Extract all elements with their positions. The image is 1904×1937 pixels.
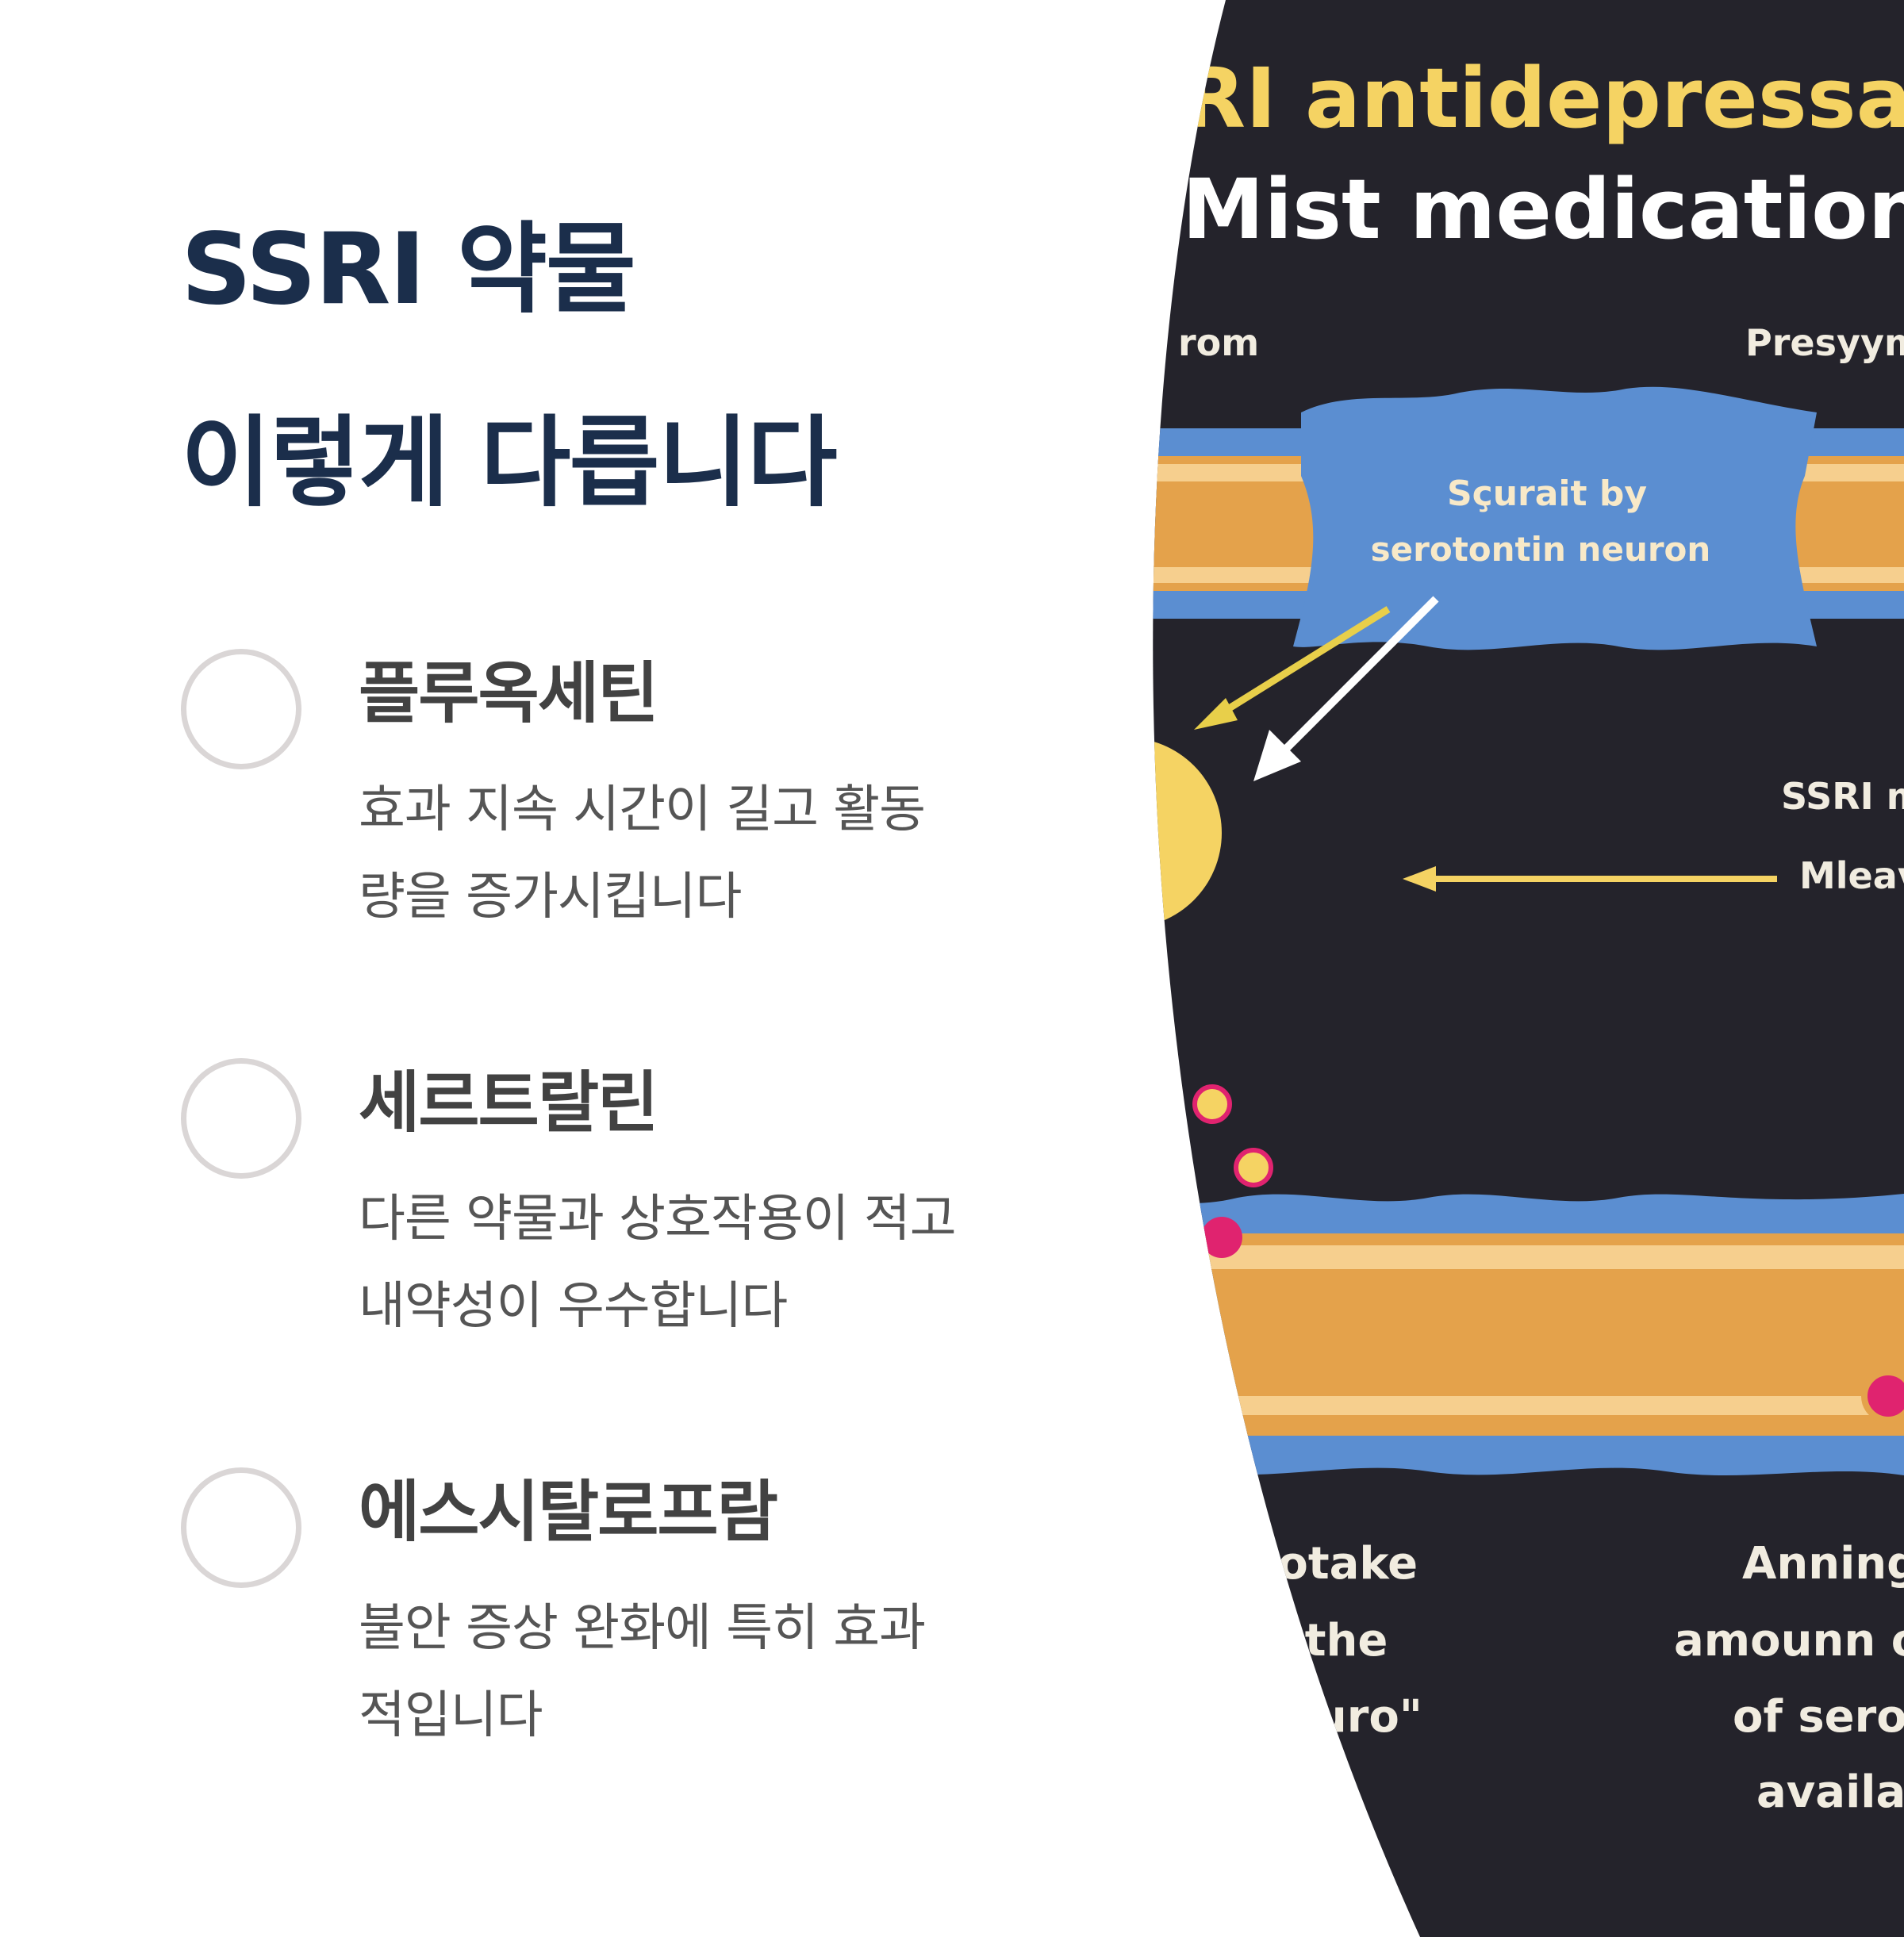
- title-line-1: SSRI 약물: [181, 213, 636, 327]
- illustration-background: [1153, 0, 1904, 1937]
- serotonin-molecule: [1234, 1148, 1273, 1187]
- drug-description: 불안 증상 완화에 특히 효과 적입니다: [359, 1585, 926, 1759]
- yellow-receptor: [1153, 738, 1222, 928]
- serotonin-molecule: [1192, 1084, 1232, 1124]
- item-circle-icon: [181, 649, 301, 769]
- illustration-label-presyn: Presyym: [1745, 321, 1904, 364]
- illustration-label-from: rom: [1178, 321, 1259, 364]
- desc-line: 적입니다: [359, 1686, 543, 1745]
- transporter-molecule: [1861, 1369, 1904, 1423]
- title-line-2: 이렇게 다릅니다: [181, 406, 838, 520]
- lower-membrane-blue: [1153, 1194, 1904, 1475]
- drug-name: 플루옥세틴: [359, 654, 658, 732]
- desc-line: 량을 증가시킵니다: [359, 868, 742, 926]
- right-caption-4: availab: [1756, 1766, 1904, 1818]
- upper-membrane-orange: [1153, 456, 1904, 591]
- drug-name: 세르트랄린: [359, 1064, 658, 1141]
- illustration-mleav-label: Mleav: [1799, 854, 1904, 897]
- yellow-arrow-head: [1194, 698, 1238, 730]
- white-arrow-head: [1253, 730, 1301, 781]
- serotonin-molecule: [1201, 1217, 1242, 1258]
- bubble-text-2: serotontin neuron: [1371, 530, 1711, 569]
- lower-membrane-orange: [1153, 1233, 1904, 1436]
- yellow-arrow-line: [1211, 606, 1391, 721]
- right-caption-2: amounn of: [1674, 1615, 1904, 1667]
- upper-membrane-blue: [1153, 428, 1904, 619]
- drug-description: 효과 지속 시간이 길고 활동 량을 증가시킵니다: [359, 766, 926, 941]
- item-circle-icon: [181, 1467, 301, 1588]
- illustration-heading-2: Mist medication: [1182, 161, 1904, 258]
- illustration-ssri-label: SSRI m: [1781, 775, 1904, 818]
- left-caption-2: to the: [1238, 1615, 1388, 1667]
- illustration-heading-1: RI antidepressa: [1182, 50, 1904, 147]
- drug-description: 다른 약물과 상호작용이 적고 내약성이 우수합니다: [359, 1176, 957, 1350]
- desc-line: 다른 약물과 상호작용이 적고: [359, 1190, 957, 1249]
- desc-line: 내약성이 우수합니다: [359, 1277, 788, 1336]
- item-circle-icon: [181, 1058, 301, 1179]
- right-caption-3: of serot: [1733, 1691, 1904, 1743]
- white-arrow-line: [1274, 596, 1439, 761]
- bubble-text-1: Sçurait by: [1447, 474, 1647, 514]
- page-title: SSRI 약물 이렇게 다릅니다: [181, 173, 838, 560]
- left-caption-1: e:otake: [1230, 1538, 1418, 1590]
- presynaptic-bubble: [1293, 386, 1817, 650]
- drug-name: 에스시탈로프람: [359, 1473, 778, 1551]
- desc-line: 불안 증상 완화에 특히 효과: [359, 1599, 926, 1658]
- left-caption-3: neuro": [1253, 1691, 1422, 1743]
- desc-line: 효과 지속 시간이 길고 활동: [359, 781, 926, 839]
- right-caption-1: Anning: [1742, 1538, 1904, 1590]
